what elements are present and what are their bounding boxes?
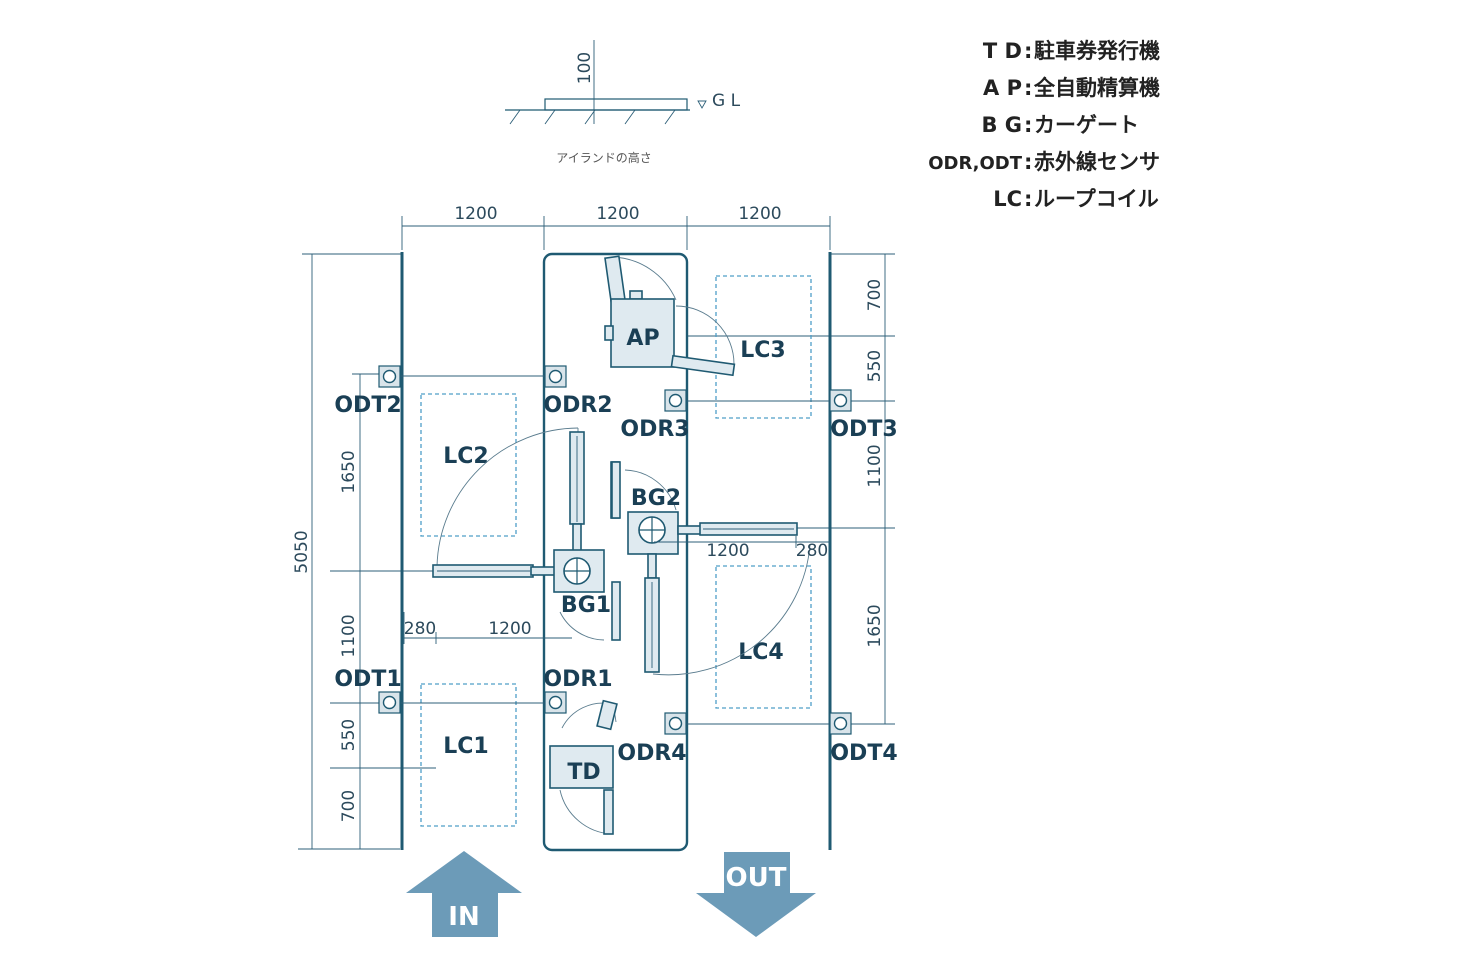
legend-desc-lc: ループコイル — [1034, 187, 1159, 211]
legend-desc-bg: カーゲート — [1034, 113, 1139, 137]
legend-desc-td: 駐車券発行機 — [1034, 39, 1160, 63]
sensors: ODT2 ODR2 ODR3 ODT3 ODT1 ODR1 ODR4 ODT4 — [334, 365, 898, 766]
legend-code-odr: ODR,ODT — [928, 153, 1023, 174]
bg2-dim-1200: 1200 — [706, 541, 749, 561]
left-dim-700: 700 — [339, 790, 359, 822]
sensor-label-odt4: ODT4 — [830, 741, 897, 766]
sensor-label-odr2: ODR2 — [543, 393, 612, 418]
sensor-odt3-icon — [829, 389, 852, 412]
ap-label: AP — [626, 326, 659, 351]
bg2-dim-280: 280 — [796, 541, 828, 561]
in-label: IN — [448, 902, 479, 932]
sensor-odt2-icon — [378, 365, 401, 388]
car-gate-bg1: BG1 — [432, 427, 621, 641]
island-height-detail: 100 G L アイランドの高さ — [505, 40, 741, 165]
legend-desc-odr: 赤外線センサ — [1034, 150, 1160, 174]
left-dim-1650: 1650 — [339, 450, 359, 493]
height-value: 100 — [575, 52, 595, 84]
auto-pay-machine: AP — [604, 255, 736, 377]
legend-colon: : — [1024, 187, 1032, 211]
sensor-label-odr3: ODR3 — [620, 417, 689, 442]
legend-code-lc: LC — [993, 187, 1022, 211]
loop-coil-lc2 — [420, 393, 517, 537]
legend-colon: : — [1024, 39, 1032, 63]
sensor-odr1-icon — [544, 691, 567, 714]
td-label: TD — [567, 760, 600, 785]
right-dim-1650: 1650 — [865, 604, 885, 647]
right-dimensions: 700 550 1100 1650 — [660, 253, 895, 725]
loop-coils: LC2 LC1 LC3 LC4 — [420, 275, 812, 827]
legend-desc-ap: 全自動精算機 — [1033, 76, 1160, 100]
total-height-dim: 5050 — [292, 530, 312, 573]
sensor-odr2-icon — [544, 365, 567, 388]
top-dim-2: 1200 — [596, 204, 639, 224]
island-height-caption: アイランドの高さ — [556, 150, 651, 165]
top-dim-3: 1200 — [738, 204, 781, 224]
right-dim-700: 700 — [865, 279, 885, 311]
left-dim-1100: 1100 — [339, 614, 359, 657]
legend-code-bg: B G — [981, 113, 1022, 137]
sensor-odr3-icon — [664, 389, 687, 412]
right-dim-1100: 1100 — [865, 444, 885, 487]
left-dimensions: 5050 1650 1100 550 700 — [292, 253, 436, 850]
legend-colon: : — [1024, 150, 1032, 174]
bg2-label: BG2 — [631, 486, 681, 511]
legend-colon: : — [1024, 113, 1032, 137]
top-dim-1: 1200 — [454, 204, 497, 224]
car-gate-bg2: BG2 — [611, 461, 811, 676]
legend-code-ap: A P — [983, 76, 1022, 100]
sensor-label-odt2: ODT2 — [334, 393, 401, 418]
loop-label-lc1: LC1 — [443, 734, 488, 759]
loop-coil-lc1 — [420, 683, 517, 827]
loop-label-lc3: LC3 — [740, 338, 785, 363]
sensor-label-odt3: ODT3 — [830, 417, 897, 442]
out-arrow-icon: OUT — [696, 852, 816, 937]
sensor-odr4-icon — [664, 712, 687, 735]
center-island — [542, 252, 689, 852]
loop-coil-lc3 — [715, 275, 812, 419]
bg1-dim-280: 280 — [404, 619, 436, 639]
sensor-odt1-icon — [378, 691, 401, 714]
top-dimensions: 1200 1200 1200 — [401, 204, 831, 250]
sensor-beams — [390, 375, 840, 725]
ground-hatch — [509, 109, 676, 125]
gate-dimensions: 280 1200 1200 280 — [403, 536, 830, 644]
sensor-label-odr4: ODR4 — [617, 741, 686, 766]
left-dim-550: 550 — [339, 719, 359, 751]
ticket-dispenser: TD — [549, 699, 618, 835]
right-dim-550: 550 — [865, 350, 885, 382]
gl-marker — [697, 100, 707, 109]
gl-label: G L — [712, 91, 741, 111]
sensor-label-odr1: ODR1 — [543, 667, 612, 692]
sensor-label-odt1: ODT1 — [334, 667, 401, 692]
legend-colon: : — [1024, 76, 1032, 100]
in-arrow-icon: IN — [406, 851, 522, 937]
bg1-dim-1200: 1200 — [488, 619, 531, 639]
loop-coil-lc4 — [715, 565, 812, 709]
sensor-odt4-icon — [829, 712, 852, 735]
loop-label-lc2: LC2 — [443, 444, 488, 469]
out-label: OUT — [726, 863, 787, 893]
legend: T D : 駐車券発行機 A P : 全自動精算機 B G : カーゲート OD… — [928, 39, 1160, 211]
bg1-label: BG1 — [561, 593, 611, 618]
legend-code-td: T D — [983, 39, 1022, 63]
island-section — [544, 98, 688, 111]
